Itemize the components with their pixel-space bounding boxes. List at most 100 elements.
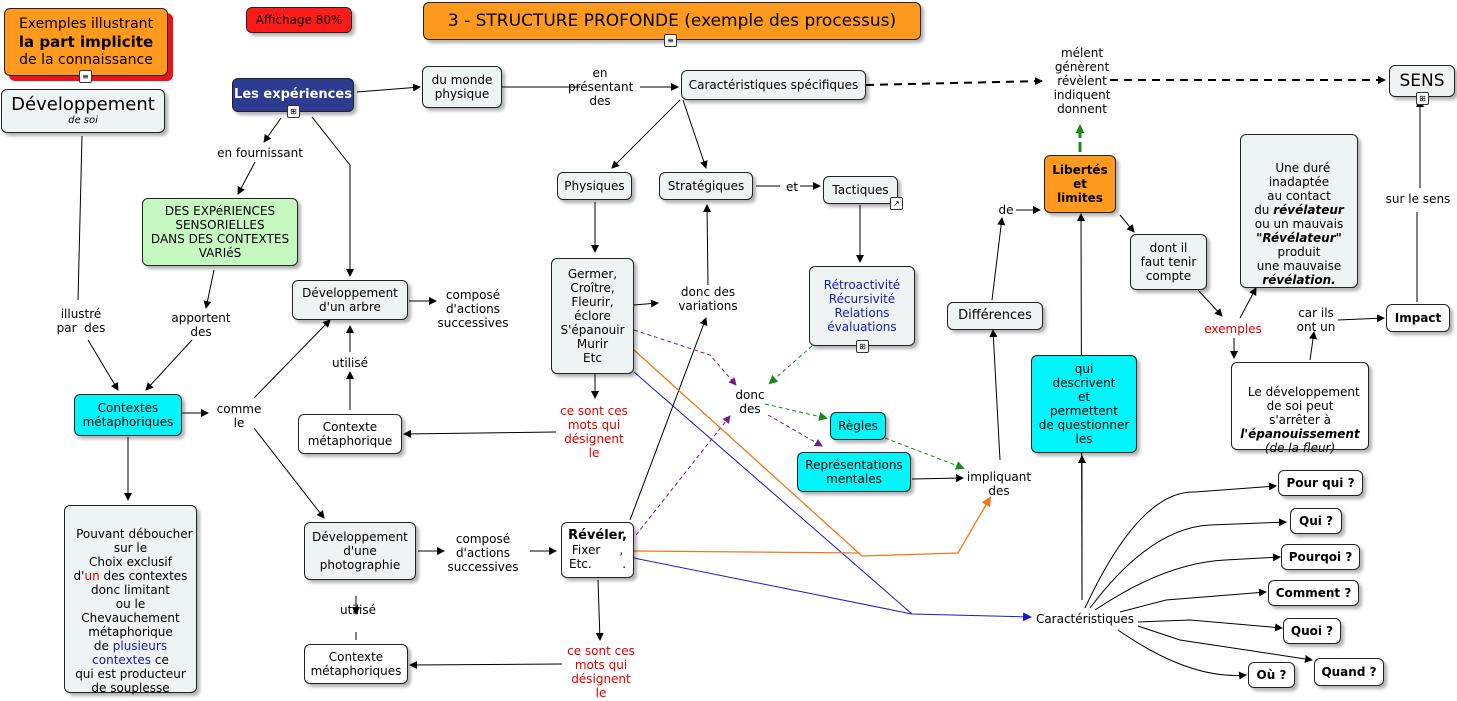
dont-il-node[interactable]: dont il faut tenir compte — [1130, 234, 1207, 290]
une-duree-revelation: révélation. — [1262, 273, 1336, 287]
libertes-node[interactable]: Libertés et limites — [1044, 155, 1116, 213]
retroactivite-node[interactable]: Rétroactivité Récursivité Relations éval… — [809, 266, 915, 346]
label-donc-des: donc des — [735, 388, 765, 416]
dev-arbre-node[interactable]: Développement d'un arbre — [292, 280, 408, 320]
zoom-badge[interactable]: Affichage 80% — [246, 7, 352, 33]
quand-node[interactable]: Quand ? — [1314, 658, 1384, 686]
link-icon[interactable]: ↗ — [890, 197, 903, 210]
impact-node[interactable]: Impact — [1386, 304, 1450, 332]
label-de: de — [998, 203, 1014, 217]
example-line1: Exemples illustrant — [18, 16, 154, 32]
contextes-metaphoriques-node[interactable]: Contextes métaphoriques — [74, 394, 182, 436]
regles-node[interactable]: Règles — [830, 412, 886, 440]
developpement-node[interactable]: Développement de soi — [1, 89, 165, 133]
une-duree-text-2: ou un mauvais — [1254, 217, 1344, 231]
submap-icon[interactable]: ⊞ — [856, 340, 869, 353]
pouvant-un: un — [84, 569, 100, 583]
label-compose-1: composé d'actions successives — [437, 288, 509, 330]
quand-label: Quand ? — [1321, 665, 1377, 679]
label-utilise-2: utilisé — [340, 603, 376, 617]
label-apportent: apportent des — [171, 311, 231, 339]
pouvant-plusieurs: plusieurs contextes — [92, 639, 168, 667]
monde-physique-node[interactable]: du monde physique — [422, 66, 502, 108]
label-ce-sont-2: ce sont ces mots qui désignent le — [567, 644, 635, 700]
submap-icon[interactable]: ⊞ — [287, 105, 300, 118]
page-title-text: 3 - STRUCTURE PROFONDE (exemple des proc… — [447, 11, 897, 31]
example-line3: de la connaissance — [19, 52, 153, 68]
pouvant-text-3: ce qui est producteur de souplesse — [75, 653, 186, 695]
une-duree-text-3: produit une mauvaise — [1256, 245, 1342, 273]
comment-label: Comment ? — [1275, 586, 1352, 600]
ou-node[interactable]: Où ? — [1248, 662, 1295, 688]
quoi-node[interactable]: Quoi ? — [1283, 618, 1341, 644]
le-developpement-epanouissement: l'épanouissement — [1240, 427, 1360, 441]
reveler-node[interactable]: Révéler, Fixer , Etc. . — [561, 522, 634, 578]
label-caracteristiques: Caractéristiques — [1035, 612, 1135, 626]
sens-label: SENS — [1399, 71, 1445, 91]
une-duree-revelateur-quoted: "Révélateur" — [1256, 231, 1342, 245]
reveler-rest: Fixer , Etc. . — [568, 543, 627, 571]
pouvant-node[interactable]: Pouvant déboucher sur le Choix exclusif … — [64, 505, 197, 695]
developpement-title: Développement — [11, 94, 155, 115]
label-ce-sont-1: ce sont ces mots qui désignent le — [560, 404, 628, 460]
representations-node[interactable]: Représentations mentales — [797, 452, 911, 492]
qui-node[interactable]: Qui ? — [1290, 508, 1342, 534]
submap-icon[interactable]: ⊞ — [1416, 92, 1429, 105]
une-duree-text-1: Une duré inadaptée au contact du — [1254, 161, 1331, 217]
experiences-sensorielles-node[interactable]: DES EXPéRIENCES SENSORIELLES DANS DES CO… — [142, 198, 298, 266]
label-compose-2: composé d'actions successives — [447, 532, 519, 574]
developpement-sub: de soi — [68, 115, 98, 126]
dev-photo-node[interactable]: Développement d'une photographie — [304, 522, 416, 580]
physiques-node[interactable]: Physiques — [557, 172, 632, 200]
caracteristiques-specifiques-node[interactable]: Caractéristiques spécifiques — [681, 70, 866, 100]
tactiques-node[interactable]: Tactiques — [823, 176, 898, 204]
regles-label: Règles — [838, 419, 878, 433]
reveler-bold: Révéler, — [568, 528, 627, 543]
zoom-label: Affichage 80% — [255, 13, 343, 27]
label-comme-le: comme le — [216, 402, 262, 430]
pouvant-text-1: Pouvant déboucher sur le Choix exclusif … — [73, 527, 193, 583]
differences-node[interactable]: Différences — [947, 302, 1043, 330]
example-line2: la part implicite — [18, 33, 154, 51]
differences-label: Différences — [958, 308, 1032, 323]
label-utilise-1: utilisé — [332, 356, 368, 370]
une-duree-node[interactable]: Une duré inadaptée au contact du révélat… — [1240, 134, 1358, 288]
tactiques-label: Tactiques — [832, 183, 889, 197]
qui-label: Qui ? — [1299, 514, 1333, 528]
label-en-presentant: en présentant des — [568, 66, 634, 108]
pour-qui-node[interactable]: Pour qui ? — [1278, 470, 1363, 496]
label-et: et — [785, 180, 799, 194]
qui-descrivent-node[interactable]: qui descrivent et permettent de question… — [1031, 355, 1137, 453]
page-title: 3 - STRUCTURE PROFONDE (exemple des proc… — [423, 2, 921, 40]
label-en-fournissant: en fournissant — [217, 146, 303, 160]
le-developpement-text-2: (de la fleur) — [1264, 441, 1336, 455]
label-exemples: exemples — [1204, 322, 1262, 336]
pouvant-text-2: des contextes donc limitant ou le Chevau… — [81, 569, 188, 653]
label-impliquant: impliquant des — [966, 470, 1032, 498]
ou-label: Où ? — [1256, 668, 1287, 682]
label-donc-variations: donc des variations — [678, 285, 738, 313]
germer-node[interactable]: Germer, Croître, Fleurir, éclore S'épano… — [551, 258, 634, 374]
comment-node[interactable]: Comment ? — [1268, 580, 1359, 606]
pourquoi-label: Pourqoi ? — [1288, 550, 1353, 564]
contexte-metaphorique-1-node[interactable]: Contexte métaphorique — [298, 414, 402, 454]
example-box: Exemples illustrant la part implicite de… — [4, 8, 168, 76]
label-car-ils: car ils ont un — [1296, 306, 1336, 334]
strategiques-label: Stratégiques — [667, 179, 745, 193]
label-sur-le-sens: sur le sens — [1385, 192, 1451, 206]
strategiques-node[interactable]: Stratégiques — [659, 172, 753, 200]
label-melent: mélent génèrent révèlent indiquent donne… — [1053, 46, 1111, 116]
pourquoi-node[interactable]: Pourqoi ? — [1281, 544, 1360, 570]
contexte-metaphorique-2-node[interactable]: Contexte métaphoriques — [304, 644, 408, 684]
pour-qui-label: Pour qui ? — [1286, 476, 1355, 490]
le-developpement-node[interactable]: Le développement de soi peut s'arrêter à… — [1231, 362, 1369, 455]
caracteristiques-specifiques-label: Caractéristiques spécifiques — [688, 78, 859, 92]
experiences-label: Les expériences — [234, 87, 352, 102]
notes-icon[interactable]: ≡ — [664, 34, 677, 47]
physiques-label: Physiques — [564, 179, 625, 193]
une-duree-revelateur: révélateur — [1273, 203, 1344, 217]
impact-label: Impact — [1394, 311, 1442, 325]
quoi-label: Quoi ? — [1290, 624, 1334, 638]
notes-icon[interactable]: ≡ — [79, 70, 92, 83]
